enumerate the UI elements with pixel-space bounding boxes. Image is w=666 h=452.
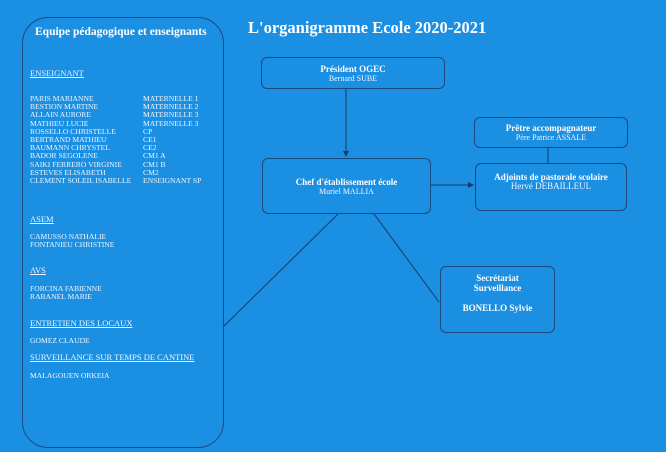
heading-enseignant: ENSEIGNANT <box>30 68 84 78</box>
box-secretariat: Secrétariat Surveillance BONELLO Sylvie <box>440 266 555 333</box>
staff-panel <box>22 17 224 448</box>
teacher-class: ENSEIGNANT SP <box>143 175 202 185</box>
line-chef-panel <box>222 213 339 328</box>
teacher-row: BERTRAND MATHIEU CE1 <box>30 134 157 144</box>
list-item: FONTANIEU CHRISTINE <box>30 240 115 250</box>
teacher-class: CM1 B <box>143 159 166 169</box>
box-subtitle: Surveillance <box>473 283 522 293</box>
teacher-row: BESTION MARTINE MATERNELLE 2 <box>30 102 198 112</box>
heading-entretien: ENTRETIEN DES LOCAUX <box>30 318 133 328</box>
teacher-name: BERTRAND MATHIEU <box>30 134 107 144</box>
teacher-name: ALLAIN AURORE <box>30 110 91 120</box>
teacher-row: SAIKI FERRERO VIRGINIE CM1 B <box>30 159 166 169</box>
box-title: Secrétariat <box>476 273 519 283</box>
list-item: MALAGOUEN ORKEIA <box>30 371 110 380</box>
box-pretre: Prêtre accompagnateur Père Patrice ASSAL… <box>474 117 628 148</box>
box-name: BONELLO Sylvie <box>462 303 533 313</box>
teacher-class: MATERNELLE 1 <box>143 94 199 103</box>
teacher-row: CLEMENT SOLEIL ISABELLE ENSEIGNANT SP <box>30 175 201 185</box>
list-item: RABANEL MARIE <box>30 292 92 302</box>
box-chef: Chef d'établissement école Muriel MALLIA <box>262 158 431 214</box>
teacher-class: CM1 A <box>143 151 166 161</box>
box-title: Prêtre accompagnateur <box>505 123 597 133</box>
teacher-name: ROSSELLO CHRISTELLE <box>30 126 116 136</box>
teacher-class: MATERNELLE 2 <box>143 102 199 112</box>
heading-cantine: SURVEILLANCE SUR TEMPS DE CANTINE <box>30 352 195 362</box>
panel-title: Equipe pédagogique et enseignants <box>35 26 207 38</box>
asem-list: CAMUSSO NATHALIE FONTANIEU CHRISTINE <box>30 232 115 250</box>
heading-avs: AVS <box>30 265 46 275</box>
teacher-name: CLEMENT SOLEIL ISABELLE <box>30 175 132 185</box>
box-title: Adjoints de pastorale scolaire <box>494 172 608 182</box>
teacher-row: ALLAIN AURORE MATERNELLE 3 <box>30 110 198 120</box>
teacher-row: BAUMANN CHRYSTEL CE2 <box>30 143 157 153</box>
list-item: CAMUSSO NATHALIE <box>30 232 107 241</box>
box-name: Hervé DEBAILLEUL <box>510 181 592 191</box>
box-president: Président OGEC Bernard SUBE <box>261 57 445 89</box>
list-item: GOMEZ CLAUDE <box>30 336 90 345</box>
teacher-class: CE1 <box>143 134 157 144</box>
avs-list: FORCINA FABIENNE RABANEL MARIE <box>30 284 102 302</box>
list-item: FORCINA FABIENNE <box>30 284 102 293</box>
teacher-class: MATERNELLE 3 <box>143 118 199 128</box>
teacher-name: BESTION MARTINE <box>30 102 99 112</box>
page-title: L'organigramme Ecole 2020-2021 <box>248 18 487 37</box>
teacher-row: PARIS MARIANNE MATERNELLE 1 <box>30 94 198 103</box>
teacher-class: CP <box>143 126 153 136</box>
box-name: Muriel MALLIA <box>319 186 374 196</box>
teacher-row: MATHIEU LUCIE MATERNELLE 3 <box>30 118 198 128</box>
heading-asem: ASEM <box>30 214 54 224</box>
teacher-class: MATERNELLE 3 <box>143 110 199 120</box>
teacher-row: ROSSELLO CHRISTELLE CP <box>30 126 152 136</box>
teacher-row: BADOR SEGOLENE CM1 A <box>30 151 166 161</box>
teacher-name: SAIKI FERRERO VIRGINIE <box>30 159 122 169</box>
teacher-class: CE2 <box>143 143 157 153</box>
teacher-name: ESTEVES ELISABETH <box>30 167 106 177</box>
box-title: Président OGEC <box>320 63 386 74</box>
teacher-name: MATHIEU LUCIE <box>30 118 89 128</box>
line-chef-secretariat <box>373 213 440 303</box>
box-name: Père Patrice ASSALE <box>515 133 587 142</box>
teacher-row: ESTEVES ELISABETH CM2 <box>30 167 159 177</box>
box-title: Chef d'établissement école <box>295 176 398 187</box>
teacher-class: CM2 <box>143 167 159 177</box>
box-name: Bernard SUBE <box>328 73 378 83</box>
teacher-name: BADOR SEGOLENE <box>30 151 98 161</box>
teacher-name: PARIS MARIANNE <box>30 94 94 103</box>
box-adjoints: Adjoints de pastorale scolaire Hervé DEB… <box>475 163 627 211</box>
teacher-name: BAUMANN CHRYSTEL <box>30 143 110 153</box>
